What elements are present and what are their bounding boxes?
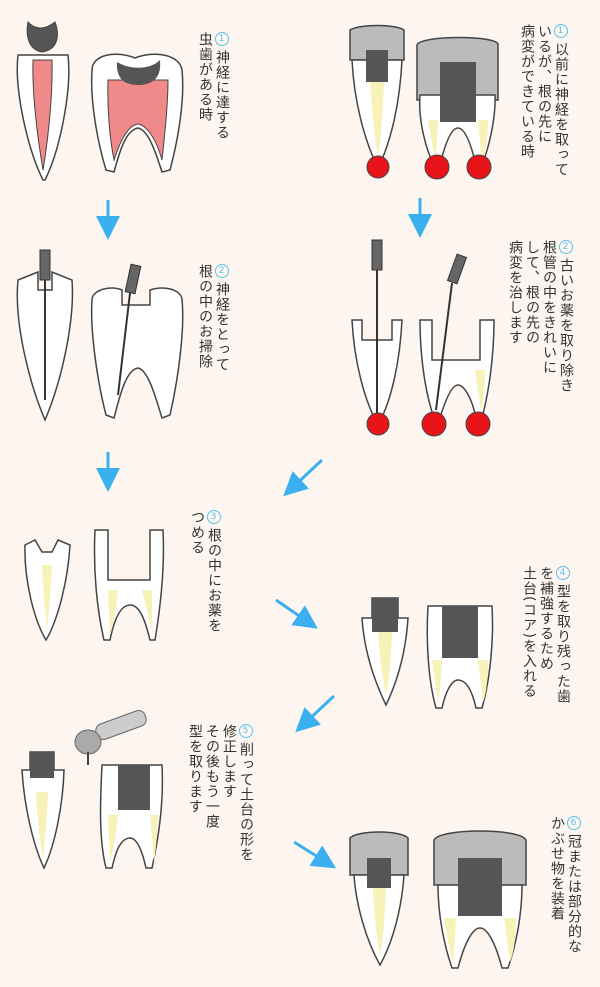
lesion-circle [424,154,450,180]
tooth-caries-single-root [16,20,70,181]
tooth-file-single-root [16,249,74,422]
left-step-3-text: 根の中にお薬を つめる [189,510,222,633]
tooth-reshaped-molar [99,764,164,869]
arrow-r2-to-l3 [283,458,324,497]
left-step-2-number: 2 [215,264,229,278]
left-step-5-number: 5 [239,724,253,738]
tooth-retreat-molar [419,253,495,437]
lesion-circle [466,154,492,180]
tooth-filled-single-root [24,539,71,642]
tooth-lesion-molar [416,36,499,180]
left-step-1-caption: 1神経に達する 虫歯がある時 [196,32,230,140]
left-step-1-number: 1 [215,32,229,46]
right-step-1-text: 以前に神経を取って いるが、根の先に 病変ができている時 [519,24,569,177]
right-step-6-caption: 6冠または部分的な かぶせ物を装着 [548,816,582,954]
tooth-crown-molar [433,830,527,969]
tooth-reshaped-single-root [21,751,65,870]
tooth-retreat-single-root [351,239,403,436]
arrow-l5-to-r6 [293,840,337,869]
right-step-4-caption: 4型を取り残った歯 を補強するため 土台(コア)を入れる [520,566,571,704]
left-step-1-text: 神経に達する 虫歯がある時 [197,32,230,140]
right-step-6-text: 冠または部分的な かぶせ物を装着 [549,816,582,954]
left-step-3-caption: 3根の中にお薬を つめる [188,510,222,633]
left-step-3-number: 3 [207,510,221,524]
right-step-4-number: 4 [556,566,570,580]
lesion-circle [366,412,390,436]
right-step-4-text: 型を取り残った歯 を補強するため 土台(コア)を入れる [521,566,571,704]
right-step-1-caption: 1以前に神経を取って いるが、根の先に 病変ができている時 [518,24,569,177]
left-step-5-text: 削って土台の形を 修正します その後もう一度 型を取ります [187,724,254,862]
left-step-5-caption: 5削って土台の形を 修正します その後もう一度 型を取ります [186,724,254,862]
right-step-2-caption: 2古いお薬を取り除き 根管の中をきれいに して、根の先の 病変を治します [506,240,574,393]
handpiece [74,710,147,765]
left-step-2-caption: 2神経をとって 根の中のお掃除 [196,264,230,372]
right-step-6-number: 6 [567,816,581,830]
tooth-filled-molar [93,529,165,641]
tooth-crown-single-root [349,831,409,967]
lesion-circle [366,155,390,179]
tooth-lesion-single-root [349,24,405,179]
lesion-circle [465,411,491,437]
left-step-2-text: 神経をとって 根の中のお掃除 [197,264,230,372]
tooth-file-molar [90,263,184,419]
right-step-2-text: 古いお薬を取り除き 根管の中をきれいに して、根の先の 病変を治します [507,240,574,393]
lesion-circle [421,411,447,437]
tooth-core-molar [426,605,494,709]
right-step-1-number: 1 [554,24,568,38]
tooth-core-single-root [361,597,409,707]
arrow-l3-to-r4 [275,598,318,629]
arrow-r4-to-l5 [295,694,336,733]
tooth-caries-molar [90,53,184,173]
right-step-2-number: 2 [559,240,573,254]
